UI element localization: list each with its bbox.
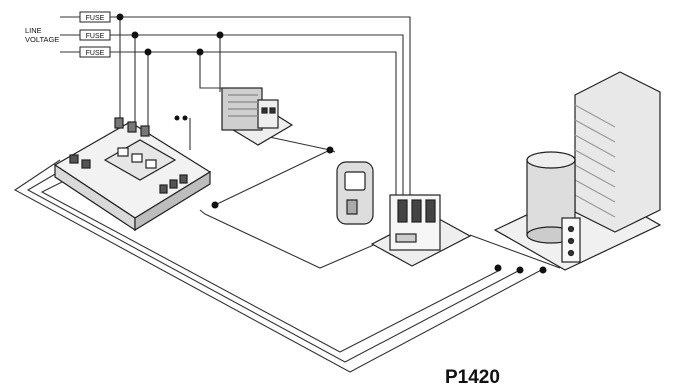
model-number: P1420 — [445, 367, 500, 386]
supply-wires — [110, 16, 411, 195]
fuse-3-label: FUSE — [86, 50, 105, 57]
line-voltage-label-line2: VOLTAGE — [25, 35, 59, 44]
line-voltage-label-line1: LINE — [25, 26, 42, 35]
fuse-2-label: FUSE — [86, 33, 105, 40]
fuse-1: FUSE — [60, 11, 111, 23]
fuse-2: FUSE — [60, 29, 111, 41]
fuse-3: FUSE — [60, 46, 111, 58]
loop-wires — [13, 118, 561, 373]
control-board — [53, 117, 212, 232]
compressor-unit — [493, 71, 662, 271]
fuse-1-label: FUSE — [86, 15, 105, 22]
transformer — [221, 87, 294, 146]
sensor-device — [336, 161, 374, 225]
terminal-block — [370, 194, 472, 267]
junction-dots — [116, 13, 547, 274]
